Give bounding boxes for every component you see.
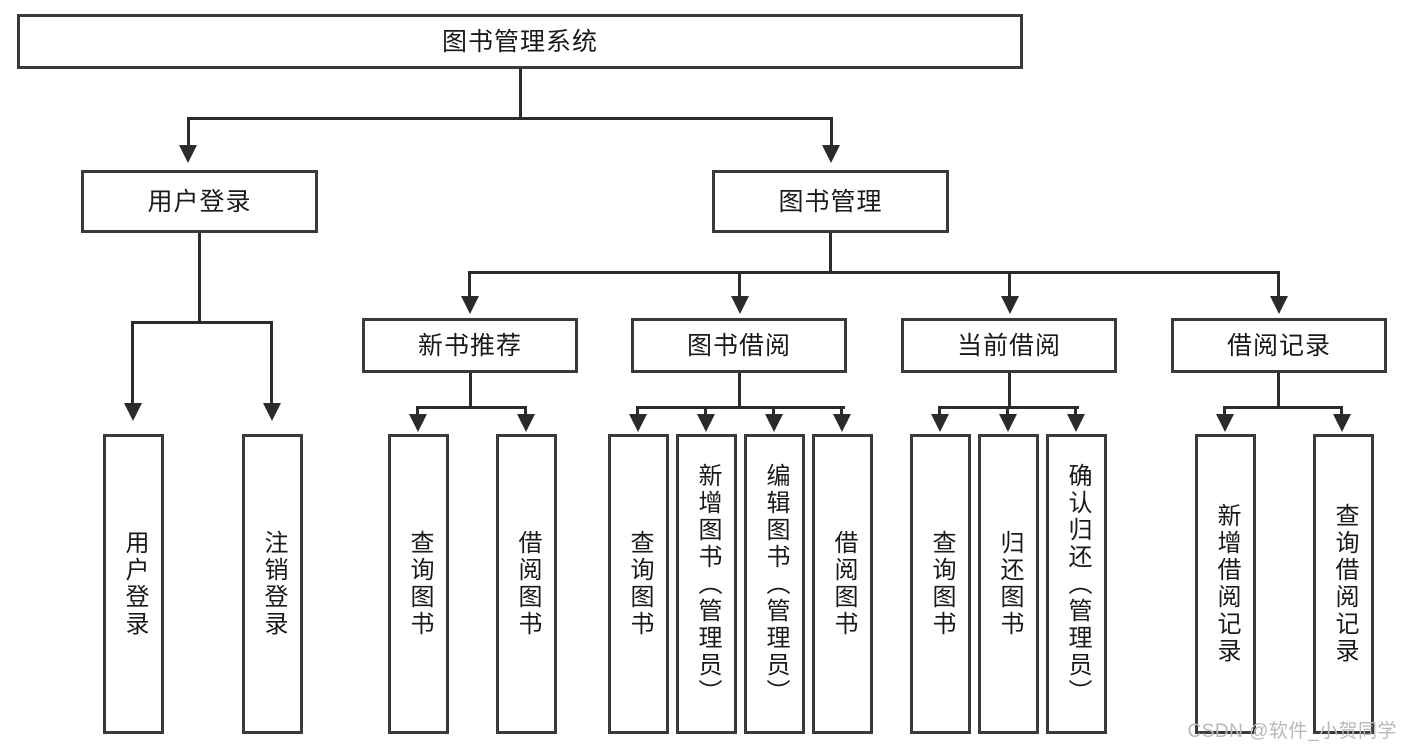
connector-book-manage-stem [829,233,832,271]
node-label: 查询图书 [405,530,433,638]
arrow-root-to-user-login [179,145,197,163]
connector-bb-drop-1 [636,406,639,416]
arrow-bb-to-query-book [629,414,647,432]
arrow-bm-to-book-borrow [731,296,749,314]
node-label: 图书管理 [778,187,883,216]
node-label: 查询图书 [625,530,653,638]
node-label: 新书推荐 [417,331,522,360]
connector-br-bus [1223,406,1343,409]
connector-br-drop-1 [1223,406,1226,416]
node-leaf-borrow-book-2[interactable]: 借阅图书 [812,434,873,734]
arrow-bb-to-edit-book [765,414,783,432]
connector-bb-stem [738,373,741,406]
connector-bm-drop-1 [468,271,471,298]
connector-bb-drop-2 [704,406,707,416]
arrow-bm-to-current-borrow [1001,296,1019,314]
node-label: 查询图书 [927,530,955,638]
connector-user-login-drop-2 [270,321,273,405]
node-label: 图书借阅 [686,331,791,360]
node-label: 用户登录 [120,530,148,638]
connector-bm-drop-4 [1277,271,1280,298]
node-root-system[interactable]: 图书管理系统 [17,14,1023,69]
arrow-br-to-add-record [1216,414,1234,432]
arrow-user-login-to-leaf-login [124,403,142,421]
node-leaf-edit-book[interactable]: 编辑图书（管理员） [744,434,805,734]
connector-user-login-bus [131,321,270,324]
connector-root-stem [519,69,522,117]
node-borrow-record[interactable]: 借阅记录 [1171,318,1387,373]
arrow-cb-to-return-book [999,414,1017,432]
arrow-user-login-to-leaf-logout [263,403,281,421]
connector-bm-drop-2 [738,271,741,298]
node-leaf-add-book[interactable]: 新增图书（管理员） [676,434,737,734]
arrow-nbr-to-borrow-book [517,414,535,432]
node-label: 当前借阅 [956,331,1061,360]
arrow-cb-to-query-book [931,414,949,432]
connector-nbr-drop-1 [416,406,419,416]
connector-br-stem [1277,373,1280,406]
connector-user-login-drop-1 [131,321,134,405]
node-leaf-query-book-2[interactable]: 查询图书 [608,434,669,734]
arrow-bb-to-borrow-book [833,414,851,432]
connector-nbr-drop-2 [524,406,527,416]
node-label: 注销登录 [259,530,287,638]
arrow-bm-to-borrow-record [1270,296,1288,314]
node-label: 新增图书（管理员） [693,462,721,706]
connector-bb-drop-4 [840,406,843,416]
node-label: 借阅图书 [513,530,541,638]
arrow-cb-to-confirm-return [1067,414,1085,432]
connector-book-manage-bus [468,271,1280,274]
node-leaf-query-record[interactable]: 查询借阅记录 [1313,434,1374,734]
connector-root-to-book-manage [830,117,833,147]
connector-bb-drop-3 [772,406,775,416]
node-leaf-return-book[interactable]: 归还图书 [978,434,1039,734]
connector-br-drop-2 [1340,406,1343,416]
node-new-book-rec[interactable]: 新书推荐 [362,318,578,373]
connector-nbr-stem [469,373,472,406]
connector-root-to-user-login [187,117,190,147]
connector-user-login-stem [198,233,201,321]
node-book-borrow[interactable]: 图书借阅 [631,318,847,373]
node-label: 借阅记录 [1226,331,1331,360]
arrow-br-to-query-record [1333,414,1351,432]
node-user-login[interactable]: 用户登录 [81,170,318,233]
node-label: 新增借阅记录 [1212,503,1240,665]
node-label: 归还图书 [995,530,1023,638]
node-leaf-user-login[interactable]: 用户登录 [103,434,164,734]
connector-root-bus [187,117,833,120]
connector-cb-drop-3 [1074,406,1077,416]
watermark-csdn: CSDN @软件_小贺同学 [1187,721,1397,742]
node-current-borrow[interactable]: 当前借阅 [901,318,1117,373]
node-label: 编辑图书（管理员） [761,462,789,706]
node-label: 借阅图书 [829,530,857,638]
connector-bm-drop-3 [1008,271,1011,298]
arrow-nbr-to-query-book [409,414,427,432]
arrow-bm-to-new-book-rec [461,296,479,314]
node-label: 用户登录 [147,187,252,216]
node-book-manage[interactable]: 图书管理 [712,170,949,233]
node-leaf-user-logout[interactable]: 注销登录 [242,434,303,734]
node-leaf-confirm-return[interactable]: 确认归还（管理员） [1046,434,1107,734]
arrow-root-to-book-manage [822,145,840,163]
node-label: 图书管理系统 [441,27,598,56]
connector-cb-drop-1 [938,406,941,416]
node-leaf-borrow-book-1[interactable]: 借阅图书 [496,434,557,734]
arrow-bb-to-add-book [697,414,715,432]
node-label: 查询借阅记录 [1330,503,1358,665]
node-label: 确认归还（管理员） [1063,462,1091,706]
connector-nbr-bus [416,406,527,409]
connector-bb-bus [636,406,845,409]
node-leaf-add-record[interactable]: 新增借阅记录 [1195,434,1256,734]
connector-cb-drop-2 [1006,406,1009,416]
node-leaf-query-book-1[interactable]: 查询图书 [388,434,449,734]
node-leaf-query-book-3[interactable]: 查询图书 [910,434,971,734]
connector-cb-stem [1008,373,1011,406]
